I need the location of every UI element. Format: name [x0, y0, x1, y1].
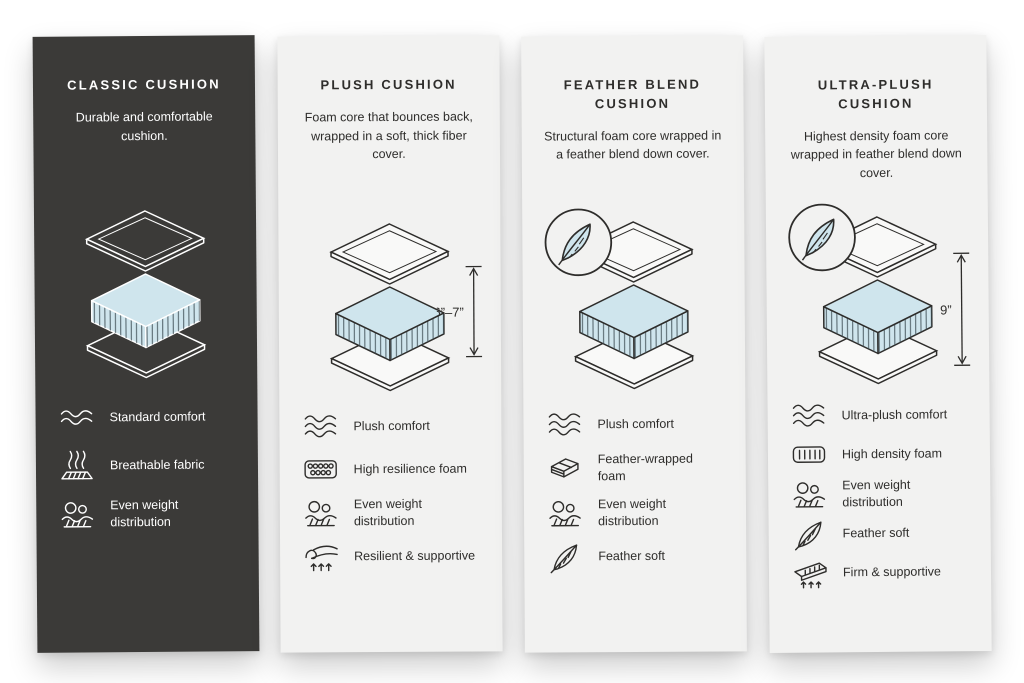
comfort-waves-icon: [57, 402, 97, 434]
feature-row: Feather soft: [791, 517, 969, 551]
card-description: Highest density foam core wrapped in fea…: [790, 128, 962, 181]
cushion-diagram: [558, 216, 709, 391]
feature-label: Feather soft: [842, 525, 910, 541]
card-plush-cushion: PLUSH CUSHION Foam core that bounces bac…: [277, 35, 503, 653]
feature-label: Even weight distribution: [110, 498, 179, 530]
feature-row: Feather soft: [546, 540, 724, 573]
feature-label: Breathable fabric: [109, 457, 205, 473]
feature-label: Feather soft: [598, 549, 666, 564]
feature-row: Ultra-plush comfort: [789, 398, 967, 432]
feature-row: Even weight distribution: [790, 476, 968, 511]
feature-row: Breathable fabric: [58, 449, 236, 482]
card-feather-blend-cushion: FEATHER BLEND CUSHION Structural foam co…: [521, 35, 747, 653]
feature-row: Plush comfort: [301, 410, 479, 443]
card-description: Structural foam core wrapped in a feathe…: [544, 128, 722, 162]
feather-wrapped-foam-icon: [546, 452, 586, 484]
feature-row: High density foam: [790, 437, 968, 471]
feature-label: Even weight distribution: [353, 496, 422, 529]
height-measurement: 6”–7”: [437, 265, 483, 358]
feature-list: Plush comfort Feather-wrapped foam Even …: [523, 408, 746, 574]
feature-label: Resilient & supportive: [354, 548, 476, 564]
card-title: PLUSH CUSHION: [320, 76, 457, 93]
feature-row: High resilience foam: [302, 453, 480, 486]
measurement-label: 6”–7”: [437, 305, 464, 320]
cushion-layers-icon: [70, 205, 221, 380]
feature-row: Even weight distribution: [302, 496, 480, 531]
feature-list: Standard comfort Breathable fabric Even …: [35, 400, 258, 531]
feature-row: Standard comfort: [57, 401, 235, 434]
feature-row: Even weight distribution: [58, 497, 236, 532]
feature-label: Standard comfort: [109, 409, 206, 425]
feature-label: Even weight distribution: [597, 496, 667, 529]
feature-list: Plush comfort High resilience foam Even …: [279, 410, 502, 574]
feather-icon: [546, 541, 586, 573]
card-description: Foam core that bounces back, wrapped in …: [304, 109, 473, 162]
resilience-foam-icon: [302, 453, 342, 485]
density-foam-icon: [790, 438, 830, 470]
card-description: Durable and comfortable cushion.: [75, 109, 213, 143]
firm-support-icon: [791, 557, 831, 589]
feature-row: Firm & supportive: [791, 556, 969, 590]
feather-badge-icon: [786, 201, 859, 274]
even-weight-icon: [58, 499, 98, 531]
feature-label: Plush comfort: [597, 416, 674, 431]
feature-label: Feather-wrapped foam: [597, 451, 693, 484]
cushion-diagram: [70, 205, 221, 380]
feature-row: Feather-wrapped foam: [546, 451, 724, 486]
feature-label: Even weight distribution: [842, 477, 911, 510]
comfort-waves-icon: [789, 399, 829, 431]
card-title: ULTRA-PLUSH CUSHION: [817, 76, 934, 112]
card-title: CLASSIC CUSHION: [67, 76, 221, 93]
measurement-label: 9”: [940, 302, 952, 317]
feature-list: Ultra-plush comfort High density foam Ev…: [767, 398, 991, 590]
card-classic-cushion: CLASSIC CUSHION Durable and comfortable …: [32, 35, 260, 653]
even-weight-icon: [546, 497, 586, 529]
feather-icon: [791, 518, 831, 550]
feature-row: Plush comfort: [545, 408, 723, 441]
comfort-waves-icon: [301, 410, 341, 442]
feature-row: Resilient & supportive: [302, 540, 480, 573]
card-ultra-plush-cushion: ULTRA-PLUSH CUSHION Highest density foam…: [764, 35, 992, 653]
cushion-diagram: 6”–7”: [314, 218, 483, 393]
feature-label: Ultra-plush comfort: [841, 406, 948, 422]
feature-label: Firm & supportive: [842, 564, 942, 580]
feature-label: High resilience foam: [353, 461, 467, 476]
even-weight-icon: [790, 478, 830, 510]
breathable-fabric-icon: [58, 450, 98, 482]
height-measurement: 9”: [940, 252, 971, 366]
spring-icon: [302, 541, 342, 573]
cushion-diagram: 9”: [802, 210, 971, 385]
feature-label: High density foam: [841, 445, 943, 461]
feather-badge-icon: [542, 206, 614, 278]
feature-row: Even weight distribution: [546, 495, 724, 530]
feature-label: Plush comfort: [353, 418, 430, 433]
comfort-waves-icon: [545, 408, 585, 440]
card-title: FEATHER BLEND CUSHION: [563, 76, 702, 112]
even-weight-icon: [302, 497, 342, 529]
